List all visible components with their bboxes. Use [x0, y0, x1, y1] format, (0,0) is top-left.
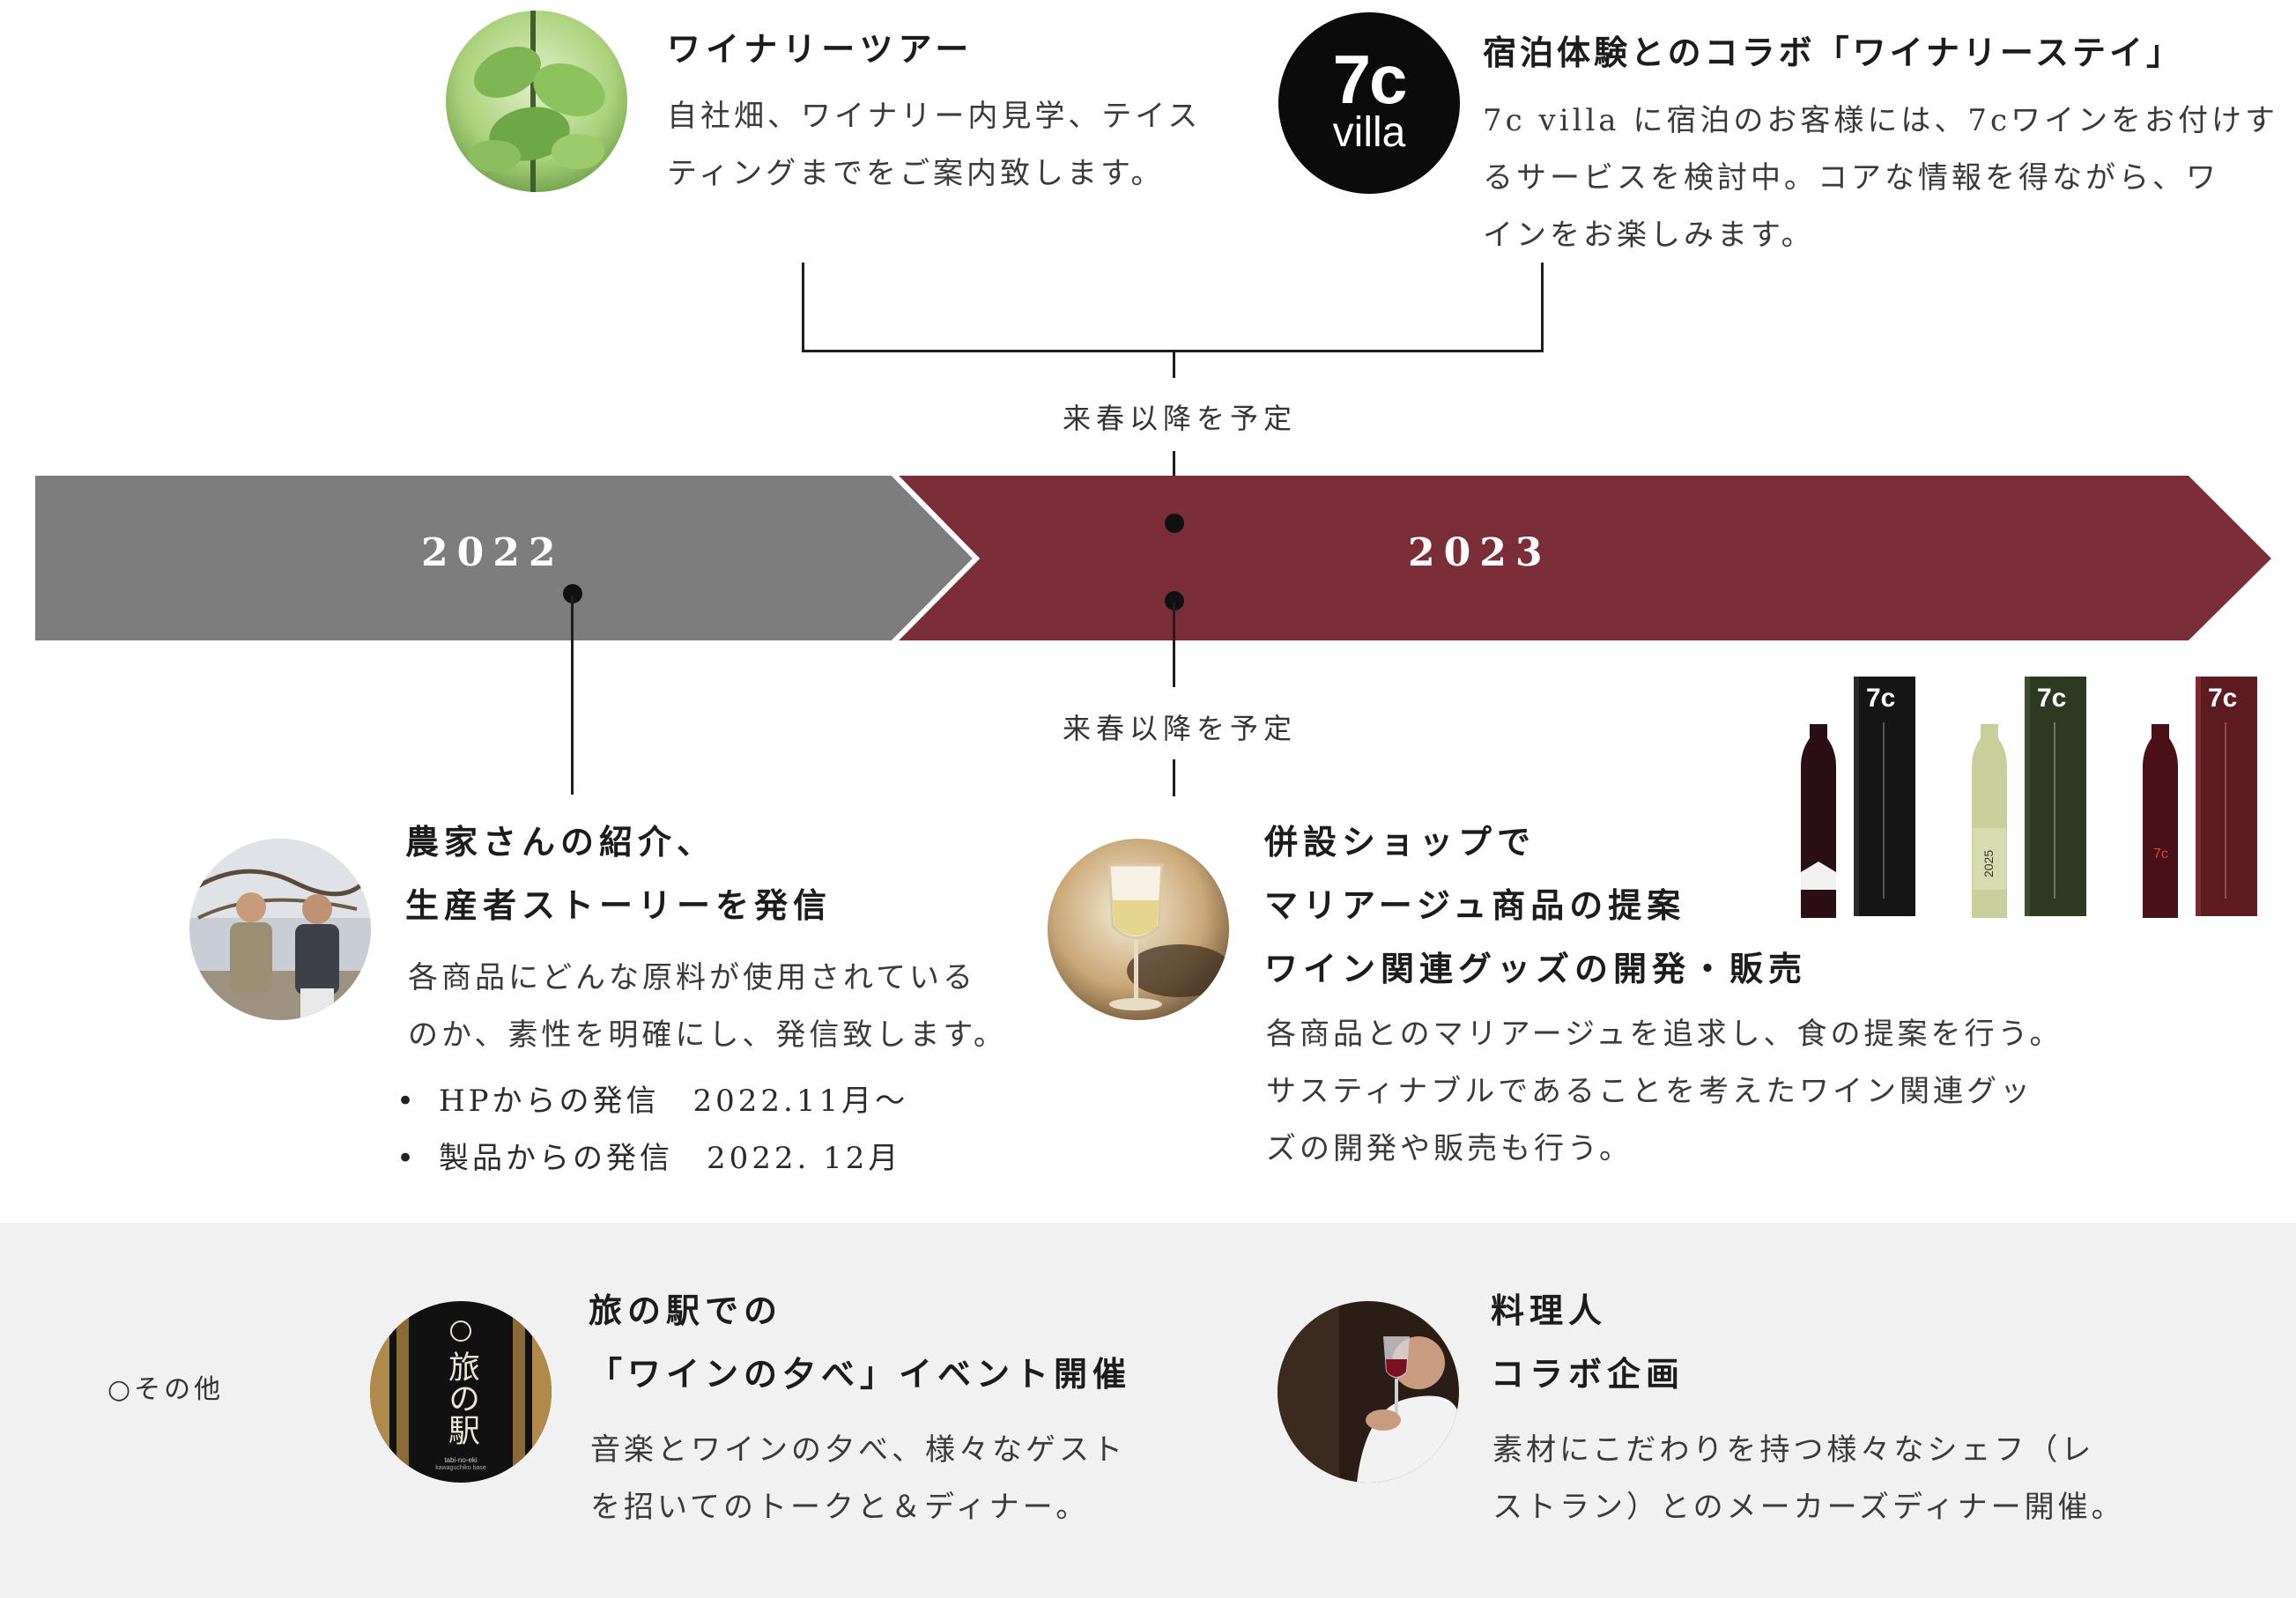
farmer-title: 農家さんの紹介、 生産者ストーリーを発信: [405, 810, 832, 937]
farmer-bullets: HPからの発信 2022.11月～ 製品からの発信 2022. 12月: [396, 1073, 908, 1187]
shop-title-line: マリアージュ商品の提案: [1264, 885, 1686, 925]
chef-title-line: コラボ企画: [1491, 1354, 1685, 1394]
farmer-body: 各商品にどんな原料が使用されている のか、素性を明確にし、発信致します。: [408, 950, 1007, 1064]
chef-body: 素材にこだわりを持つ様々なシェフ（レ ストラン）とのメーカーズディナー開催。: [1492, 1422, 2125, 1536]
shop-body-line: ズの開発や販売も行う。: [1266, 1131, 1633, 1166]
shop-body-line: 各商品とのマリアージュを追求し、食の提案を行う。: [1266, 1017, 2063, 1052]
station-title: 旅の駅での 「ワインの夕べ」イベント開催: [589, 1279, 1131, 1406]
other-label: ○その他: [107, 1374, 225, 1405]
station-body: 音楽とワインの夕べ、様々なゲスト を招いてのトークと＆ディナー。: [590, 1422, 1126, 1536]
farmer-body-line: 各商品にどんな原料が使用されている: [408, 960, 976, 995]
chef-body-line: 素材にこだわりを持つ様々なシェフ（レ: [1492, 1432, 2095, 1468]
timeline-segment-2022: [35, 476, 974, 640]
tour-body-line: 自社畑、ワイナリー内見学、テイス: [667, 99, 1202, 134]
farmer-title-line: 生産者ストーリーを発信: [405, 885, 833, 925]
product-bottles: 7c 7c 2025 7c 7c: [1801, 677, 2257, 918]
farmer-body-line: のか、素性を明確にし、発信致します。: [408, 1017, 1007, 1053]
sign-sub-text-2: kawaguchiko base: [435, 1465, 486, 1471]
timeline-divider: [889, 470, 981, 647]
connector-bottom-a: [1173, 603, 1175, 687]
shop-title: 併設ショップで マリアージュ商品の提案 ワイン関連グッズの開発・販売: [1264, 810, 1807, 1001]
bottle-box-green: 7c 2025: [1972, 677, 2086, 918]
sign-main-text: 旅の駅: [443, 1350, 479, 1446]
farmers-photo: [189, 839, 371, 1020]
logo-main-text: 7c: [1332, 41, 1408, 118]
list-item: 製品からの発信 2022. 12月: [396, 1130, 908, 1187]
milestone-dot-2022: [563, 584, 582, 603]
milestone-dot-top: [1165, 514, 1184, 533]
station-title-line: 旅の駅での: [589, 1291, 783, 1330]
stay-body-line: インをお楽しみます。: [1483, 218, 1815, 253]
connector-2022: [571, 596, 574, 795]
plan-label-top: 来春以降を予定: [1063, 402, 1298, 435]
connector-bottom-b: [1173, 759, 1175, 796]
shop-body: 各商品とのマリアージュを追求し、食の提案を行う。 サスティナブルであることを考え…: [1266, 1006, 2063, 1178]
tour-body: 自社畑、ワイナリー内見学、テイス ティングまでをご案内致します。: [667, 88, 1201, 203]
wine-glass-photo: [1048, 839, 1229, 1020]
timeline-segment-2023: [892, 476, 2271, 640]
sign-sub-text-1: tabi-no-eki: [444, 1456, 478, 1464]
chef-tasting-photo: [1278, 1301, 1459, 1483]
bottle-box-black: 7c: [1801, 677, 1915, 918]
logo-sub-text: villa: [1332, 109, 1406, 156]
box-label: 7c: [2037, 684, 2066, 713]
milestone-dot-bottom: [1165, 591, 1184, 610]
stay-body-line: るサービスを検討中。コアな情報を得ながら、ワ: [1483, 160, 2219, 196]
bracket-right: [1541, 263, 1544, 352]
box-label: 7c: [2208, 684, 2237, 713]
plan-label-bottom: 来春以降を予定: [1063, 712, 1298, 745]
tour-body-line: ティングまでをご案内致します。: [667, 156, 1165, 191]
bracket-left: [802, 263, 804, 352]
chef-title-line: 料理人: [1491, 1291, 1608, 1330]
chef-title: 料理人 コラボ企画: [1491, 1279, 1685, 1406]
timeline-arrows: [35, 470, 2271, 647]
tour-title: ワイナリーツアー: [667, 29, 974, 69]
box-label: 7c: [1866, 684, 1895, 713]
year-2023-label: 2023: [1408, 530, 1552, 575]
shop-title-line: ワイン関連グッズの開発・販売: [1264, 949, 1808, 988]
farmer-title-line: 農家さんの紹介、: [405, 822, 716, 862]
vineyard-photo: [446, 11, 627, 192]
vintage-label: 2025: [1981, 850, 1996, 877]
stay-title: 宿泊体験とのコラボ「ワイナリーステイ」: [1483, 33, 2183, 72]
bottle-box-red: 7c 7c: [2143, 677, 2257, 918]
stay-body-line: 7c villa に宿泊のお客様には、7cワインをお付けす: [1483, 103, 2279, 138]
7c-villa-logo: 7c villa: [1278, 12, 1460, 194]
station-title-line: 「ワインの夕べ」イベント開催: [589, 1354, 1132, 1394]
year-2022-label: 2022: [421, 530, 565, 575]
bottle-mark: 7c: [2153, 847, 2168, 862]
station-body-line: 音楽とワインの夕べ、様々なゲスト: [590, 1432, 1126, 1468]
stay-body: 7c villa に宿泊のお客様には、7cワインをお付けす るサービスを検討中。…: [1483, 92, 2278, 264]
chef-body-line: ストラン）とのメーカーズディナー開催。: [1492, 1490, 2125, 1525]
station-body-line: を招いてのトークと＆ディナー。: [590, 1490, 1090, 1525]
list-item: HPからの発信 2022.11月～: [396, 1073, 908, 1130]
other-section: [0, 1223, 2296, 1598]
bracket-stem: [1173, 350, 1175, 378]
tabi-no-eki-sign: 旅の駅 tabi-no-eki kawaguchiko base: [370, 1301, 552, 1483]
shop-title-line: 併設ショップで: [1264, 822, 1537, 862]
shop-body-line: サスティナブルであることを考えたワイン関連グッ: [1266, 1074, 2033, 1109]
